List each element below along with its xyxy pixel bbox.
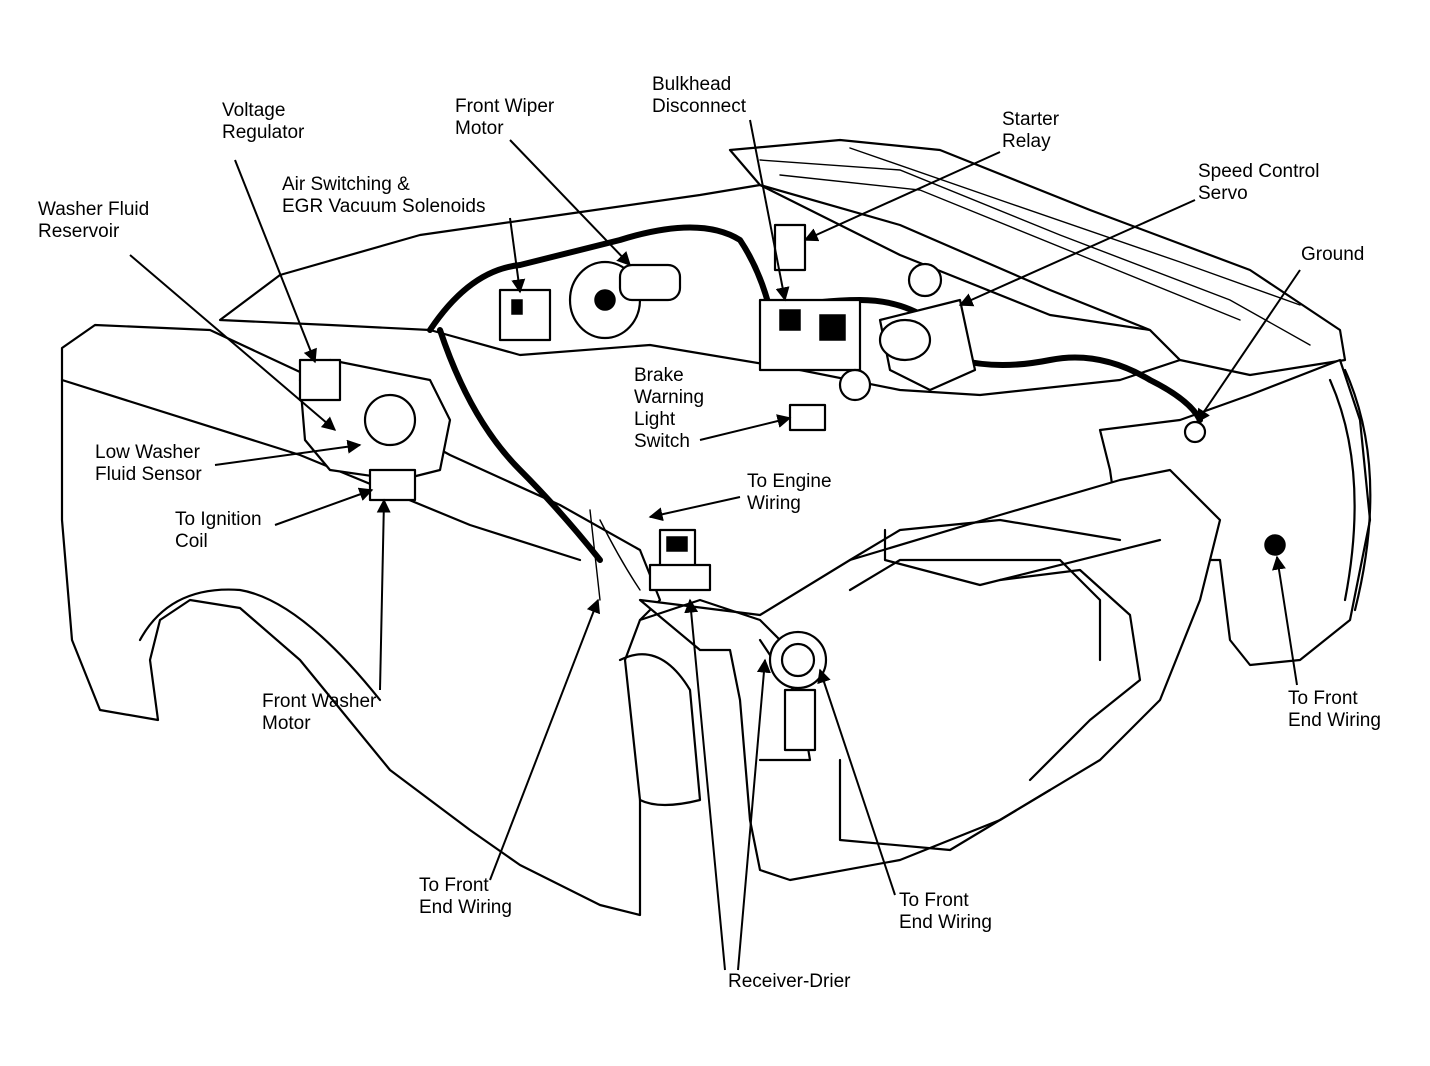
label-receiver-drier: Receiver-Drier [728,971,850,993]
label-voltage-regulator: Voltage Regulator [222,100,304,144]
label-line: End Wiring [1288,710,1381,731]
label-line: To Ignition [175,509,262,530]
label-line: Servo [1198,183,1248,204]
label-line: Motor [262,713,311,734]
label-to-engine-wiring: To Engine Wiring [747,471,832,515]
label-line: Front Wiper [455,96,555,117]
label-line: Speed Control [1198,161,1320,182]
label-line: Reservoir [38,221,120,242]
label-line: Brake [634,365,684,386]
label-line: Switch [634,431,690,452]
label-line: Motor [455,118,504,139]
label-line: Fluid Sensor [95,464,202,485]
label-line: Warning [634,387,705,408]
label-front-washer-motor: Front Washer Motor [262,691,376,735]
label-line: Regulator [222,122,305,143]
label-line: Starter [1002,109,1060,130]
label-line: Voltage [222,100,286,121]
label-line: Bulkhead [652,74,732,95]
label-line: To Front [419,875,489,896]
label-line: To Front [899,890,969,911]
label-to-ignition-coil: To Ignition Coil [175,509,262,553]
label-line: Light [634,409,676,430]
label-front-wiper-motor: Front Wiper Motor [455,96,554,140]
components [298,223,1286,752]
label-line: End Wiring [419,897,512,918]
label-low-washer-fluid-sensor: Low Washer Fluid Sensor [95,442,202,486]
label-line: To Engine [747,471,832,492]
leader-lines [129,119,1301,971]
label-bulkhead-disconnect: Bulkhead Disconnect [652,74,746,118]
label-air-switching-egr-vacuum-solenoids: Air Switching & EGR Vacuum Solenoids [282,174,485,218]
label-line: Coil [175,531,208,552]
label-line: Ground [1301,244,1365,265]
label-starter-relay: Starter Relay [1002,109,1059,153]
label-line: Low Washer [95,442,200,463]
label-line: End Wiring [899,912,992,933]
label-to-front-end-wiring-left: To Front End Wiring [419,875,512,919]
label-line: Air Switching & [282,174,410,195]
label-line: Disconnect [652,96,746,117]
label-ground: Ground [1301,244,1364,266]
label-line: Receiver-Drier [728,971,851,992]
label-line: To Front [1288,688,1358,709]
label-speed-control-servo: Speed Control Servo [1198,161,1319,205]
label-line: Wiring [747,493,801,514]
label-brake-warning-light-switch: Brake Warning Light Switch [634,365,704,453]
label-line: Washer Fluid [38,199,150,220]
vehicle-body [60,138,1372,917]
label-line: Front Washer [262,691,377,712]
label-washer-fluid-reservoir: Washer Fluid Reservoir [38,199,149,243]
label-to-front-end-wiring-center: To Front End Wiring [899,890,992,934]
label-line: Relay [1002,131,1051,152]
label-line: EGR Vacuum Solenoids [282,196,486,217]
label-to-front-end-wiring-right: To Front End Wiring [1288,688,1381,732]
